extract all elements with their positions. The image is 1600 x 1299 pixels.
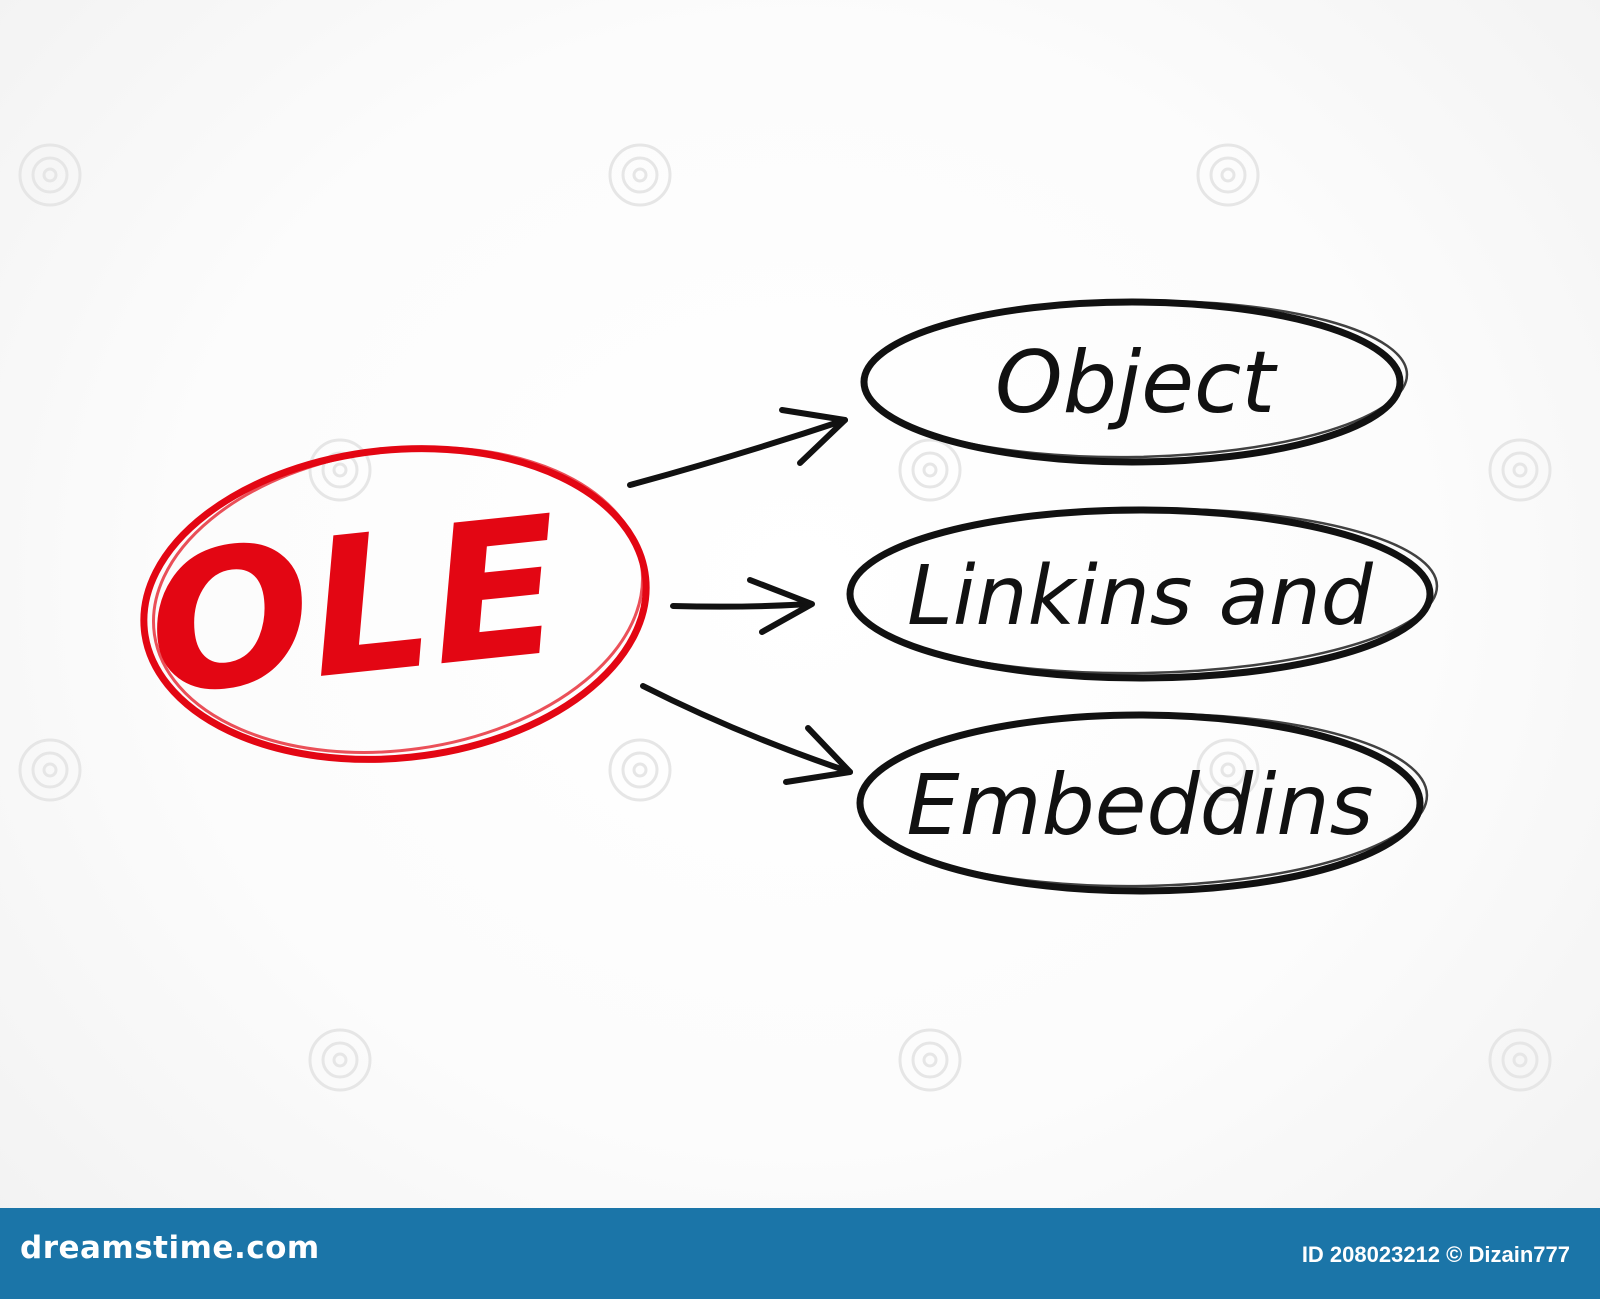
footer-logo[interactable]: dreamstime.com [20, 1230, 320, 1266]
image-id: ID 208023212 [1301, 1242, 1441, 1267]
watermark-swirl-icon [308, 1028, 372, 1092]
footer-credit: ID 208023212 © Dizain777 [1302, 1242, 1570, 1268]
center-node: OLE [138, 445, 650, 763]
node-label-embeddins: Embeddins [907, 756, 1374, 854]
node-ellipse-overstroke [857, 712, 1429, 888]
arrows [627, 407, 853, 785]
watermark-swirl-icon [608, 738, 672, 802]
center-ellipse-overstroke [152, 446, 644, 754]
node-ellipse-overstroke [861, 299, 1409, 459]
watermark-swirl-icon [608, 143, 672, 207]
node-label-linkins: Linkins and [907, 549, 1374, 644]
node-embeddins: Embeddins [856, 711, 1429, 895]
node-object: Object [860, 298, 1409, 466]
watermark-swirl-icon [1488, 1028, 1552, 1092]
watermark-swirl-icon [898, 438, 962, 502]
watermark-swirl-icon [1196, 143, 1260, 207]
diagram-canvas: OLE Object Linkins and Embeddins [18, 143, 1552, 1092]
node-linkins: Linkins and [846, 506, 1439, 682]
watermark [18, 143, 1552, 1092]
watermark-swirl-icon [18, 738, 82, 802]
watermark-swirl-icon [1196, 738, 1260, 802]
watermark-swirl-icon [1488, 438, 1552, 502]
center-label: OLE [138, 475, 571, 738]
arrow-to-embeddins [640, 683, 853, 785]
arrow-to-object [627, 407, 848, 488]
arrow-to-linkins [670, 577, 815, 635]
author-credit: © Dizain777 [1446, 1242, 1570, 1267]
footer-bar: dreamstime.com ID 208023212 © Dizain777 [0, 1208, 1600, 1299]
watermark-swirl-icon [898, 1028, 962, 1092]
watermark-swirl-icon [18, 143, 82, 207]
watermark-swirl-icon [308, 438, 372, 502]
node-ellipse-overstroke [847, 507, 1439, 675]
node-label-object: Object [995, 333, 1278, 433]
